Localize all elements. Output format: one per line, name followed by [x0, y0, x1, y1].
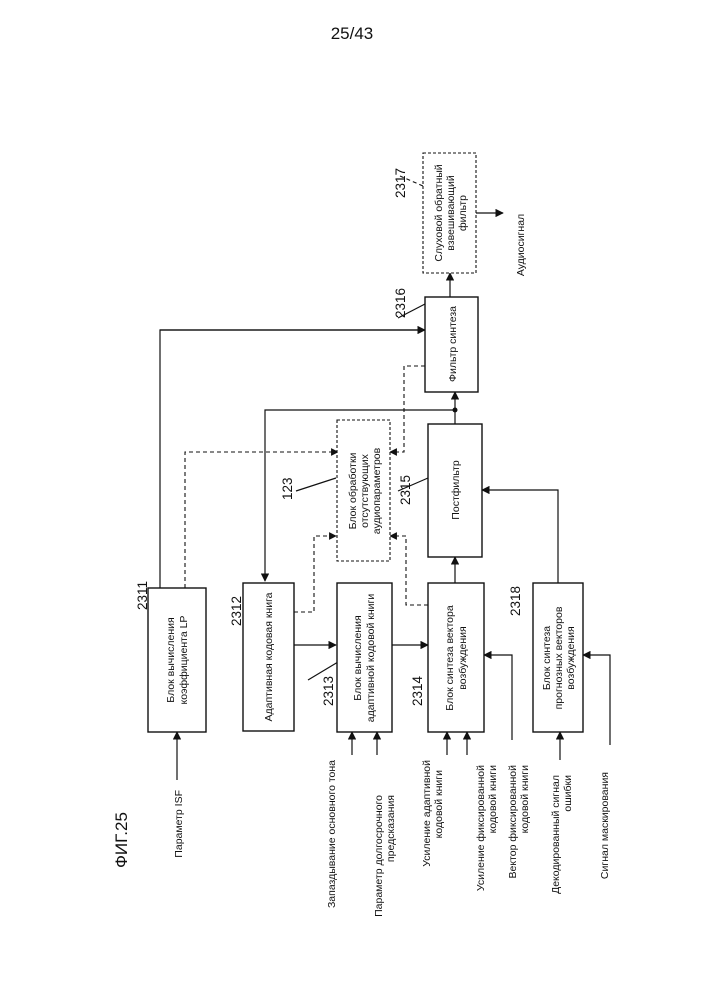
missing-block-label-1: Блок обработки [347, 452, 359, 529]
ref-2317: 2317 [393, 168, 408, 198]
signal-ltp-2: предсказания [385, 795, 397, 862]
missing-block-label-2: отсутствующих [359, 453, 371, 528]
weight-block-label-1: Слуховой обратный [433, 164, 445, 261]
signal-fcb-gain-1: Усиление фиксированной [475, 765, 487, 891]
ref-2316: 2316 [393, 288, 408, 318]
postfilter-block: Постфильтр [428, 424, 482, 557]
ref-2311: 2311 [135, 581, 150, 610]
acbcalc-block-label-2: адаптивной кодовой книги [365, 594, 377, 723]
missing-block-label-3: аудиопараметров [371, 447, 383, 534]
signal-ltp-1: Параметр долгосрочного [373, 795, 385, 917]
signal-labels: Параметр ISF Запаздывание основного тона… [173, 214, 611, 917]
signal-fcb-gain-2: кодовой книги [487, 765, 499, 833]
missing-parameter-block: Блок обработки отсутствующих аудиопараме… [337, 420, 390, 561]
exc-block-label-1: Блок синтеза вектора [444, 605, 456, 711]
signal-error-2: ошибки [562, 775, 574, 812]
signal-isf: Параметр ISF [173, 790, 185, 858]
acbcalc-block-label-1: Блок вычисления [352, 615, 364, 700]
figure-label: ФИГ.25 [112, 812, 131, 868]
signal-error-1: Декодированный сигнал [550, 775, 562, 894]
synth-block-label: Фильтр синтеза [447, 306, 459, 382]
lp-coefficient-block: Блок вычисления коэффициента LP [148, 588, 206, 732]
post-block-label: Постфильтр [450, 460, 462, 520]
signal-pitch-lag: Запаздывание основного тона [326, 760, 338, 908]
exc-block-label-2: возбуждения [457, 626, 469, 689]
weight-block-label-3: фильтр [457, 195, 469, 231]
ref-2313: 2313 [321, 676, 336, 706]
ref-2312: 2312 [229, 596, 244, 626]
adaptive-codebook-block: Адаптивная кодовая книга [243, 583, 294, 731]
ref-2318: 2318 [508, 586, 523, 616]
signal-fcb-vector-2: кодовой книги [519, 765, 531, 833]
signal-fcb-vector-1: Вектор фиксированной [507, 765, 519, 879]
signal-acb-gain-2: кодовой книги [433, 770, 445, 838]
pred-block-label-2: прогнозных векторов [553, 606, 565, 709]
signal-audio-output: Аудиосигнал [515, 214, 527, 276]
signal-concealment: Сигнал маскирования [599, 772, 611, 879]
signal-acb-gain-1: Усиление адаптивной [421, 760, 433, 867]
pred-block-label-1: Блок синтеза [541, 626, 553, 690]
lp-block-label-2: коэффициента LP [178, 616, 190, 705]
pred-block-label-3: возбуждения [565, 626, 577, 689]
synthesis-filter-block: Фильтр синтеза [425, 297, 478, 392]
ref-123: 123 [280, 477, 295, 500]
weight-block-label-2: взвешивающий [445, 175, 457, 251]
adaptive-codebook-calc-block: Блок вычисления адаптивной кодовой книги [337, 583, 392, 732]
predicted-excitation-block: Блок синтеза прогнозных векторов возбужд… [533, 583, 583, 732]
ref-2314: 2314 [410, 675, 425, 706]
weighting-filter-block: Слуховой обратный взвешивающий фильтр [423, 153, 476, 273]
ref-2315: 2315 [398, 475, 413, 505]
excitation-synthesis-block: Блок синтеза вектора возбуждения [428, 583, 484, 732]
acb-block-label: Адаптивная кодовая книга [263, 592, 275, 721]
lp-block-label-1: Блок вычисления [165, 617, 177, 702]
